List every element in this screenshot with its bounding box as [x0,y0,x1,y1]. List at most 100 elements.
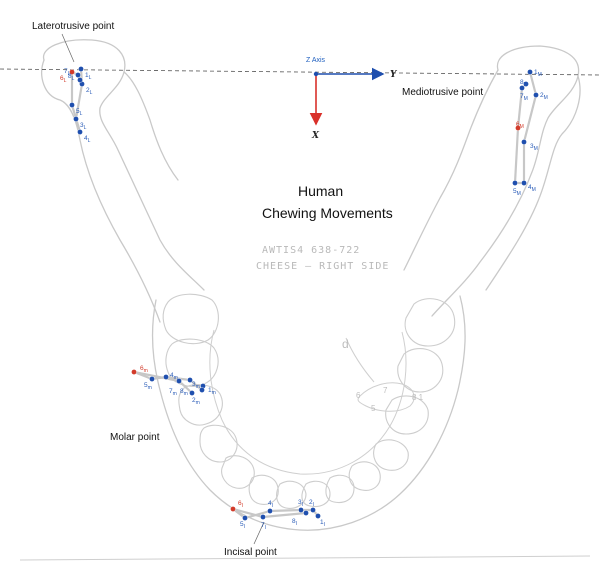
mediotrusive-point-8 [523,81,529,87]
x-axis-label: X [311,131,320,141]
laterotrusive-path-segment [74,82,84,121]
mediotrusive-point-label-8: 8M [520,79,528,88]
incisal-path-segment [231,507,265,519]
incisal-point-6 [230,506,236,512]
molar-point-4 [163,374,169,380]
mediotrusive-path-segment [516,86,524,130]
incisal-point-label-5: 5I [240,521,245,530]
laterotrusive-point-label-4: 4L [84,135,91,144]
mediotrusive-point-label-2: 2M [540,92,548,101]
molar-point-3 [187,377,193,383]
incisal-point-label-3: 3I [298,499,303,508]
mediotrusive-point-7 [519,85,525,91]
molar-point-label-7: 7m [169,388,177,397]
laterotrusive-point-7 [75,72,81,78]
laterotrusive-point-label-5: 5L [76,108,83,117]
laterotrusive-point-label-3: 3L [80,122,87,131]
mandible-sketch [19,39,591,561]
mediotrusive-path-segment [522,93,538,144]
incisal-leader [253,521,265,545]
specimen-stamp-line1: AWTIS4 638-722 [262,245,360,256]
molar-point-2 [199,387,205,393]
label-mediotrusive: Mediotrusive point [402,87,483,98]
mediotrusive-point-3 [521,139,527,145]
incisal-points: 1I 2I 3I 4I 5I 6I 7I 8I [230,499,325,531]
mediotrusive-point-label-3: 3M [530,143,538,152]
mediotrusive-point-label-7: 7M [520,93,528,102]
laterotrusive-point-label-2: 2L [86,87,93,96]
label-laterotrusive: Laterotrusive point [32,21,114,63]
laterotrusive-point-3 [73,116,79,122]
molar-point-label-1: 1m [208,387,216,396]
incisal-point-5 [242,515,248,521]
molar-path-segment [177,379,194,395]
mediotrusive-point-5 [512,180,518,186]
incisal-path-segment [261,511,308,519]
molar-point-8 [189,390,195,396]
sketch-letter-5: 5 [371,404,376,413]
incisal-point-7 [260,514,266,520]
mediotrusive-path-segment [528,70,538,97]
incisal-point-4 [267,508,273,514]
mediotrusive-points: 1M 2M 3M 4M 5M 6M 7M 8M [512,69,548,197]
molar-point-label-2: 2m [192,397,200,406]
reference-dashed-line [0,68,600,76]
z-axis-dot [313,71,319,77]
z-axis-label: Z Axis [306,57,326,64]
sketch-letter-8-1: 8 1 [412,393,424,402]
label-incisal: Incisal point [224,521,277,558]
mediotrusive-point-4 [521,180,527,186]
mediotrusive-point-label-4: 4M [528,184,536,193]
sketch-letter-7: 7 [383,386,388,395]
diagram-title-line2: Chewing Movements [262,205,393,221]
mediotrusive-label: Mediotrusive point [402,87,483,98]
laterotrusive-point-label-1: 1L [85,72,92,81]
specimen-stamp-line2: CHEESE — RIGHT SIDE [256,261,389,272]
incisal-point-1 [315,513,321,519]
incisal-point-label-4: 4I [268,500,273,509]
molar-point-5 [149,376,155,382]
mediotrusive-point-6 [515,125,521,131]
incisal-label: Incisal point [224,547,277,558]
axis-triad: Z Axis Y X [306,57,398,141]
mediotrusive-point-1 [527,69,533,75]
molar-point-label-5: 5m [144,382,152,391]
laterotrusive-point-label-6: 6L [60,75,67,84]
incisal-point-label-8: 8I [292,518,297,527]
incisal-point-2 [310,507,316,513]
label-molar: Molar point [110,432,160,443]
mediotrusive-point-label-1: 1M [534,69,542,78]
laterotrusive-point-6 [69,69,75,75]
incisal-point-label-7: 7I [261,522,266,531]
incisal-path-segment [268,508,303,513]
laterotrusive-point-label-8: 8L [68,73,75,82]
laterotrusive-point-5 [69,102,75,108]
incisal-point-8 [303,510,309,516]
mediotrusive-point-label-5: 5M [513,188,521,197]
incisal-point-label-6: 6I [238,500,243,509]
laterotrusive-point-8 [77,77,83,83]
incisal-point-label-1: 1I [320,519,325,528]
molar-label: Molar point [110,432,160,443]
molar-point-7 [176,378,182,384]
laterotrusive-point-label-7: 7L [64,68,71,77]
laterotrusive-point-4 [77,129,83,135]
sketch-annotations: d 6 5 7 8 1 [342,337,424,413]
molar-point-label-3: 3m [192,381,200,390]
molar-point-label-8: 8m [180,388,188,397]
laterotrusive-label: Laterotrusive point [32,21,114,32]
molar-point-label-6: 6m [140,365,148,374]
mediotrusive-point-2 [533,92,539,98]
molar-path-segment [132,370,181,383]
sketch-letter-6: 6 [356,391,361,400]
incisal-point-3 [298,507,304,513]
laterotrusive-point-1 [78,66,84,72]
sketch-letter-d: d [342,337,349,351]
mediotrusive-point-label-6: 6M [516,121,524,130]
diagram-title-line1: Human [298,183,343,199]
y-axis-label: Y [390,70,398,80]
mediotrusive-path-segment [513,126,520,185]
incisal-point-label-2: 2I [309,499,314,508]
